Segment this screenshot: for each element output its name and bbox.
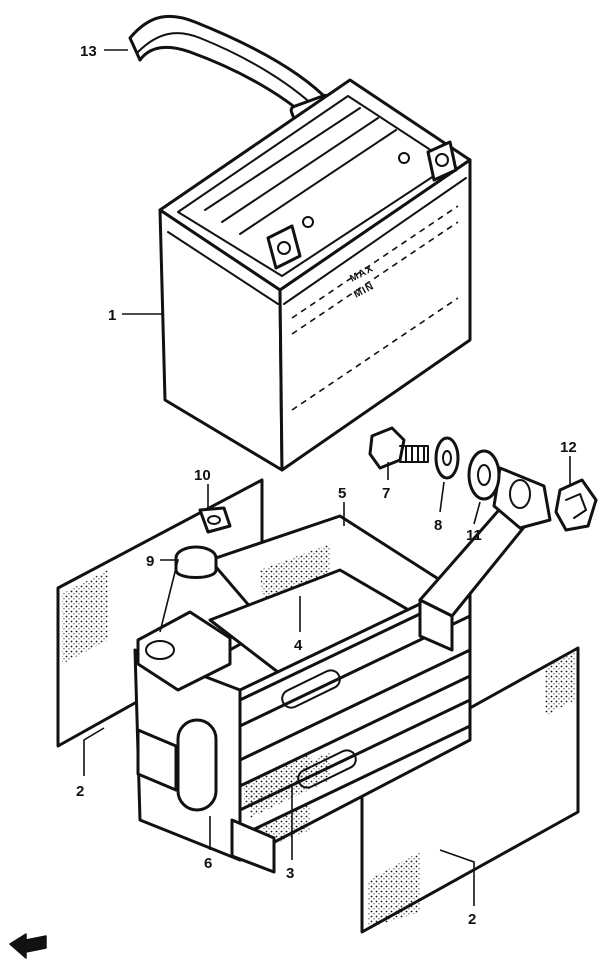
terminal-cover: [554, 478, 598, 532]
callout-2-left: 2: [76, 783, 84, 800]
callout-2-right: 2: [468, 911, 476, 928]
callout-13: 13: [80, 43, 97, 60]
callout-5: 5: [338, 485, 346, 502]
leader-lines: [83, 49, 571, 906]
callout-1: 1: [108, 307, 116, 324]
arrow-left-icon: [9, 933, 47, 959]
bolt: [368, 426, 429, 470]
cap: [174, 545, 218, 579]
battery-holder: [133, 514, 472, 874]
callout-6: 6: [204, 855, 212, 872]
callout-4: 4: [294, 637, 303, 654]
callout-9: 9: [146, 553, 154, 570]
callout-7: 7: [382, 485, 390, 502]
callout-3: 3: [286, 865, 294, 882]
negative-terminal: [266, 224, 302, 270]
battery-pad-right: [360, 646, 580, 934]
battery: MAX MIN: [158, 78, 472, 472]
callout-11: 11: [466, 527, 482, 544]
callout-12: 12: [560, 439, 577, 456]
callout-8: 8: [434, 517, 442, 534]
positive-terminal: [426, 140, 458, 182]
nut: [467, 449, 501, 501]
battery-pad-left: [56, 478, 264, 748]
cushion: [250, 752, 330, 818]
callouts: 13 1 2 2 3 4 5 6 7 8 9 10 11 12: [76, 43, 577, 928]
callout-10: 10: [194, 467, 211, 484]
washer: [434, 436, 460, 480]
grommet: [198, 506, 232, 534]
battery-bracket: [418, 466, 552, 652]
